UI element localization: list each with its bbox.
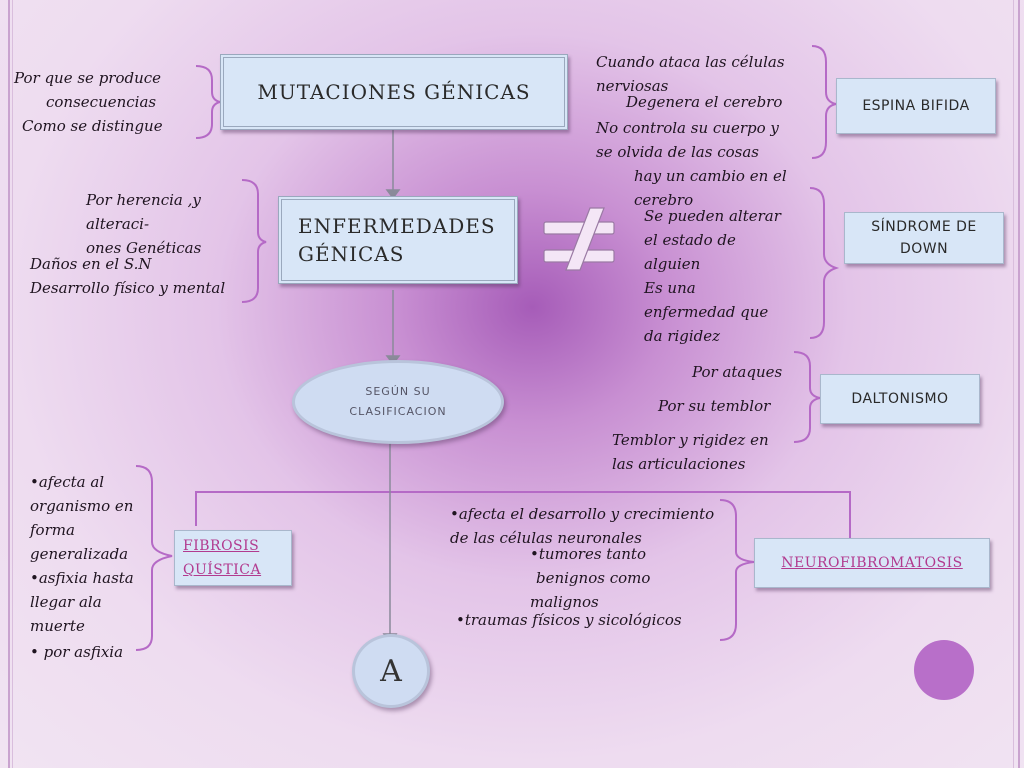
note-alterar: Se pueden alterar: [644, 207, 781, 225]
segun-clasificacion-ellipse: SEGÚN SU CLASIFICACION: [292, 360, 504, 444]
note-degenera: Degenera el cerebro: [626, 93, 783, 111]
a-connector-circle: A: [352, 634, 430, 708]
note-neuro-1: de las células neuronales: [450, 529, 642, 547]
note-no-controla: No controla su cuerpo y: [596, 119, 779, 137]
branch-line: [195, 491, 851, 540]
note-neuro-2: •tumores tanto: [530, 545, 646, 563]
espina-label: ESPINA BIFIDA: [862, 98, 970, 114]
note-rigidez: da rigidez: [644, 327, 721, 345]
note-articulaciones: las articulaciones: [612, 455, 746, 473]
note-fib-6: muerte: [30, 617, 85, 635]
note-temblor-rigidez: Temblor y rigidez en: [612, 431, 769, 449]
espina-bifida-box: ESPINA BIFIDA: [836, 78, 996, 134]
mutaciones-label: MUTACIONES GÉNICAS: [257, 80, 531, 104]
note-desarrollo: Desarrollo físico y mental: [30, 279, 226, 297]
note-olvida: se olvida de las cosas: [596, 143, 759, 161]
note-neuro-4: malignos: [530, 593, 599, 611]
note-enfermedad-que: enfermedad que: [644, 303, 769, 321]
bracket-enfermedades: [241, 179, 267, 303]
decorative-circle: [914, 640, 974, 700]
daltonismo-box: DALTONISMO: [820, 374, 980, 424]
note-geneticas: ones Genéticas: [86, 239, 202, 257]
note-cuando-ataca: Cuando ataca las células: [596, 53, 785, 71]
bracket-mutaciones: [195, 65, 221, 139]
not-equal-icon: [543, 207, 615, 271]
note-consecuencias: consecuencias: [46, 93, 157, 111]
bracket-espina: [811, 45, 837, 159]
slide-frame-inner: [12, 0, 1014, 768]
sindrome-down-box: SÍNDROME DE DOWN: [844, 212, 1004, 264]
note-temblor: Por su temblor: [658, 397, 771, 415]
note-es-una: Es una: [644, 279, 696, 297]
slide-frame: [8, 0, 1020, 768]
note-fib-4: •asfixia hasta: [30, 569, 134, 587]
note-herencia: Por herencia ,y: [86, 191, 201, 209]
note-fib-1: organismo en: [30, 497, 134, 515]
note-fib-7: • por asfixia: [30, 643, 124, 661]
fibrosis-link[interactable]: FIBROSIS QUÍSTICA: [183, 538, 262, 578]
note-como-distingue: Como se distingue: [22, 117, 163, 135]
bracket-daltonismo: [793, 351, 821, 443]
note-cambio: hay un cambio en el: [634, 167, 787, 185]
note-cerebro: cerebro: [634, 191, 694, 209]
mutaciones-box: MUTACIONES GÉNICAS: [220, 54, 568, 130]
daltonismo-label: DALTONISMO: [851, 391, 949, 407]
note-neuro-0: •afecta el desarrollo y crecimiento: [450, 505, 715, 523]
note-fib-0: •afecta al: [30, 473, 105, 491]
note-neuro-5: •traumas físicos y sicológicos: [456, 611, 682, 629]
a-label: A: [380, 653, 402, 689]
note-nerviosas: nerviosas: [596, 77, 669, 95]
note-fib-2: forma: [30, 521, 75, 539]
note-alguien: alguien: [644, 255, 701, 273]
bracket-fibrosis: [135, 465, 173, 651]
note-por-que: Por que se produce: [14, 69, 162, 87]
note-ataques: Por ataques: [692, 363, 783, 381]
segun-label: SEGÚN SU CLASIFICACION: [349, 385, 447, 418]
sindrome-label: SÍNDROME DE DOWN: [871, 219, 977, 257]
note-danos: Daños en el S.N: [30, 255, 152, 273]
note-neuro-3: benignos como: [536, 569, 651, 587]
neurofibromatosis-box[interactable]: NEUROFIBROMATOSIS: [754, 538, 990, 588]
note-fib-5: llegar ala: [30, 593, 102, 611]
enfermedades-label: ENFERMEDADES GÉNICAS: [298, 214, 496, 266]
neuro-link[interactable]: NEUROFIBROMATOSIS: [781, 555, 963, 571]
enfermedades-box: ENFERMEDADES GÉNICAS: [278, 196, 518, 284]
note-estado: el estado de: [644, 231, 736, 249]
note-alteraci: alteraci-: [86, 215, 150, 233]
note-fib-3: generalizada: [30, 545, 129, 563]
bracket-neuro: [719, 499, 755, 641]
bracket-sindrome: [809, 187, 840, 339]
fibrosis-box[interactable]: FIBROSIS QUÍSTICA: [174, 530, 292, 586]
